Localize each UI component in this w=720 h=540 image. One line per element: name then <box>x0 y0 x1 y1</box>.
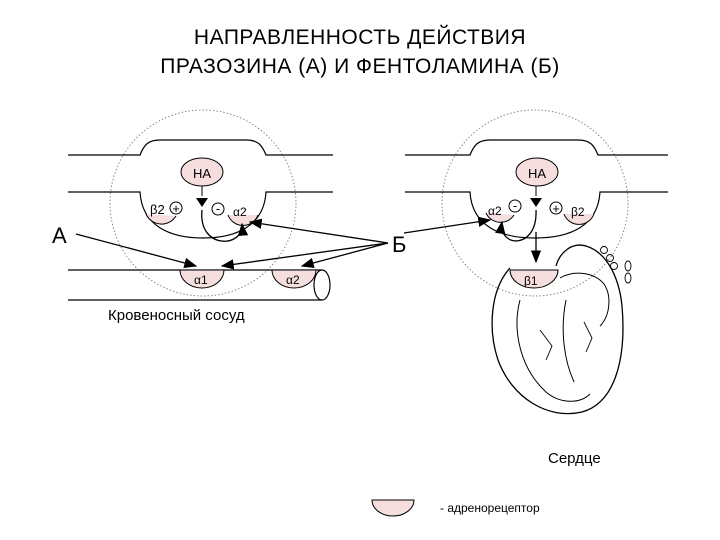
left-ne-label: НА <box>193 166 211 181</box>
left-beta2-receptor <box>145 213 177 225</box>
right-release-arrowhead <box>530 198 542 207</box>
left-synapse: НА β2 + - α2 <box>68 109 333 297</box>
arrow-b-to-left-alpha2 <box>248 218 389 244</box>
right-nerve-upper <box>405 139 668 156</box>
right-ne-vesicle <box>515 157 559 187</box>
right-beta2-receptor <box>563 213 595 225</box>
right-beta1-label: β1 <box>524 274 538 288</box>
right-feedback-arrow <box>495 209 537 242</box>
left-minus-sign: - <box>216 201 220 216</box>
blood-vessel: α1 α2 <box>68 269 331 301</box>
right-beta2-label: β2 <box>571 205 585 219</box>
title-line-1: НАПРАВЛЕННОСТЬ ДЕЙСТВИЯ <box>193 26 527 49</box>
arrow-a-to-alpha1 <box>75 233 198 269</box>
heart-caption: Сердце <box>548 450 601 467</box>
label-b: Б <box>392 232 406 257</box>
left-nerve-upper <box>68 139 333 156</box>
right-dotted-circle <box>441 109 629 297</box>
left-release-arrowhead <box>196 198 208 207</box>
left-alpha1-label: α1 <box>194 273 208 287</box>
right-beta1-receptor <box>509 269 559 289</box>
left-plus-sign: + <box>172 201 180 216</box>
left-alpha2-pre-label: α2 <box>233 205 247 219</box>
right-alpha2-pre-label: α2 <box>488 204 502 218</box>
heart-drawing: β1 <box>491 244 632 415</box>
left-alpha2-post-label: α2 <box>286 273 300 287</box>
label-a: А <box>52 223 67 248</box>
arrow-b-to-alpha2-post <box>300 242 389 269</box>
left-feedback-arrow <box>201 209 249 242</box>
title-line-2: ПРАЗОЗИНА (А) И ФЕНТОЛАМИНА (Б) <box>160 55 560 78</box>
left-alpha1-receptor <box>179 269 225 289</box>
left-dotted-circle <box>109 109 297 297</box>
arrow-b-to-right-alpha2 <box>403 216 492 234</box>
legend-text: - адренорецептор <box>440 501 540 515</box>
legend-receptor-symbol <box>371 499 415 517</box>
vessel-caption: Кровеносный сосуд <box>108 307 245 324</box>
left-alpha2-post-receptor <box>271 269 317 289</box>
right-minus-sign: - <box>513 198 517 213</box>
left-beta2-label: β2 <box>150 202 165 217</box>
right-plus-sign: + <box>552 201 560 216</box>
right-ne-label: НА <box>528 166 546 181</box>
left-nerve-terminal <box>68 191 333 239</box>
arrow-b-to-alpha1 <box>220 242 389 270</box>
right-nerve-terminal <box>405 191 668 239</box>
right-synapse: НА α2 - + β2 <box>405 109 668 297</box>
